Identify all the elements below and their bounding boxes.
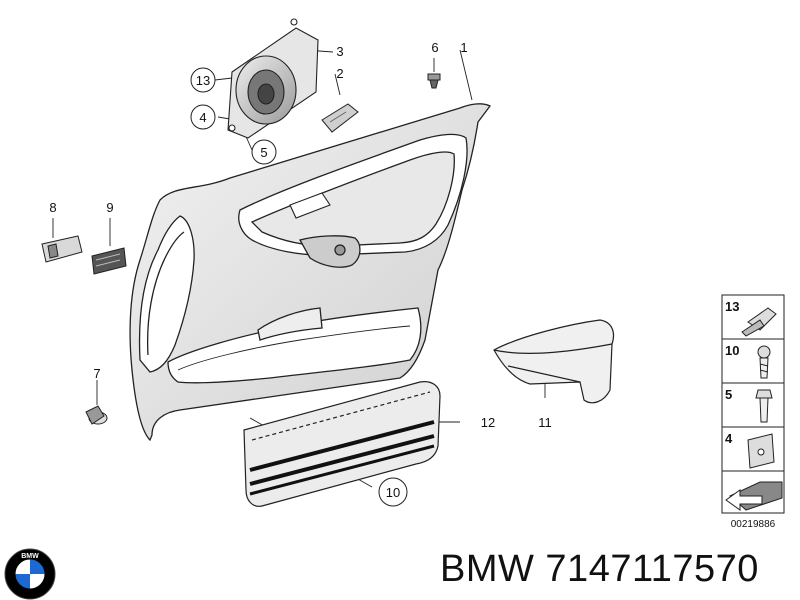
svg-text:13: 13: [196, 73, 210, 88]
legend-row-13: 13: [725, 299, 777, 337]
svg-text:13: 13: [725, 299, 739, 314]
callout-10: 10: [378, 477, 408, 507]
door-trim-panel: [129, 103, 491, 442]
clip-part: [427, 73, 441, 89]
callout-4: 4: [190, 104, 216, 130]
svg-text:5: 5: [260, 145, 267, 160]
callout-8: 8: [49, 200, 56, 215]
armrest: [493, 319, 615, 404]
callout-1: 1: [460, 40, 467, 55]
logo-text: BMW: [21, 553, 39, 560]
map-pocket: [243, 381, 441, 507]
callout-12: 12: [481, 415, 495, 430]
legend-row-mat: [725, 481, 783, 511]
callout-6: 6: [431, 40, 438, 55]
callout-3: 3: [336, 44, 343, 59]
legend-row-5: 5: [725, 387, 773, 423]
speaker-assembly: [227, 18, 319, 139]
callout-11: 11: [538, 415, 552, 430]
svg-text:10: 10: [386, 485, 400, 500]
expanding-rivet: [85, 405, 108, 425]
switch-housing: [41, 235, 83, 263]
svg-text:10: 10: [725, 343, 739, 358]
callout-13: 13: [190, 67, 216, 93]
callout-7: 7: [93, 366, 100, 381]
drawing-reference-code: 00219886: [731, 519, 776, 530]
callout-9: 9: [106, 200, 113, 215]
hardware-legend: 13 10 5 4: [721, 294, 785, 514]
legend-row-10: 10: [725, 343, 771, 379]
window-switch: [91, 247, 127, 275]
callout-5: 5: [251, 139, 277, 165]
svg-text:4: 4: [199, 110, 206, 125]
tweeter-cover: [321, 103, 359, 133]
legend-row-4: 4: [725, 431, 775, 469]
bmw-roundel-icon: BMW: [4, 548, 56, 600]
callout-2: 2: [336, 66, 343, 81]
part-number-caption: BMW 7147117570: [440, 548, 759, 590]
svg-text:5: 5: [725, 387, 732, 402]
svg-text:4: 4: [725, 431, 733, 446]
